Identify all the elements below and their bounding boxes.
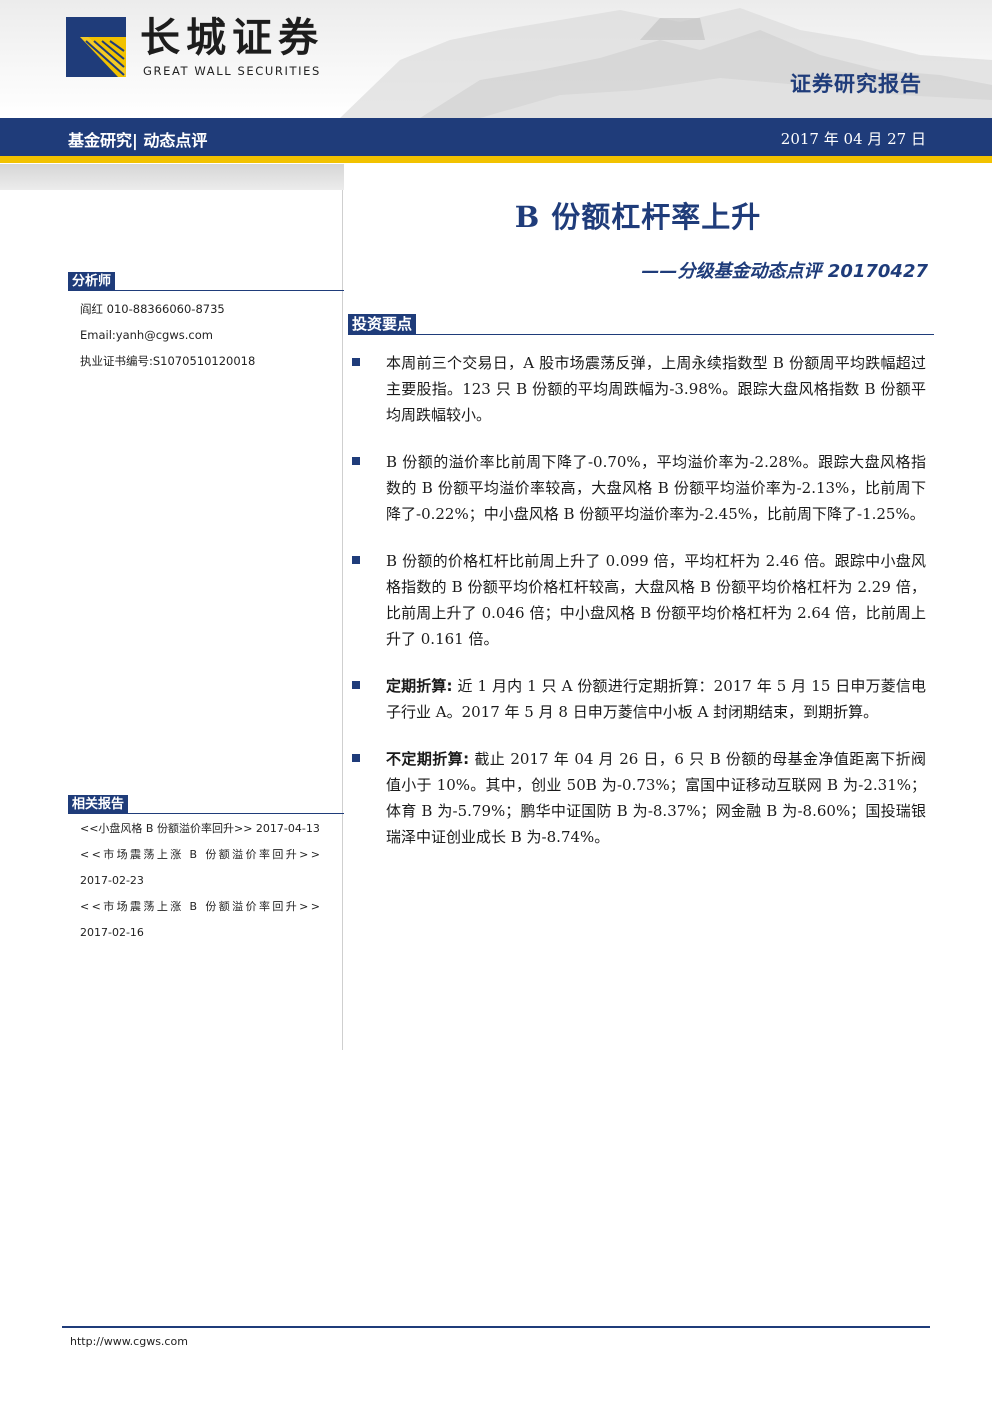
great-wall-mountains-illustration <box>340 8 992 118</box>
analyst-section-header: 分析师 <box>68 270 344 291</box>
square-bullet-icon <box>352 358 360 366</box>
bullet-text: B 份额的价格杠杆比前周上升了 0.099 倍，平均杠杆为 2.46 倍。跟踪中… <box>386 552 926 648</box>
list-item: 定期折算: 近 1 月内 1 只 A 份额进行定期折算：2017 年 5 月 1… <box>350 673 926 725</box>
sidebar-divider <box>342 190 343 1050</box>
list-item: 本周前三个交易日，A 股市场震荡反弹，上周永续指数型 B 份额周平均跌幅超过主要… <box>350 350 926 428</box>
bullet-text: B 份额的溢价率比前周下降了-0.70%，平均溢价率为-2.28%。跟踪大盘风格… <box>386 453 926 523</box>
header-banner <box>0 0 992 118</box>
bullet-text: 不定期折算: 截止 2017 年 04 月 26 日，6 只 B 份额的母基金净… <box>386 750 926 846</box>
list-item: 不定期折算: 截止 2017 年 04 月 26 日，6 只 B 份额的母基金净… <box>350 746 926 850</box>
square-bullet-icon <box>352 556 360 564</box>
analyst-email: Email:yanh@cgws.com <box>80 328 213 342</box>
square-bullet-icon <box>352 457 360 465</box>
investment-points-header: 投资要点 <box>348 312 934 335</box>
square-bullet-icon <box>352 681 360 689</box>
related-reports-section-header: 相关报告 <box>68 793 344 814</box>
report-subtitle: ——分级基金动态点评 20170427 <box>641 261 928 282</box>
category-bar: 基金研究| 动态点评 2017 年 04 月 27 日 <box>0 118 992 163</box>
square-bullet-icon <box>352 754 360 762</box>
related-report-date: 2017-02-23 <box>80 874 144 887</box>
footer-divider <box>62 1326 930 1328</box>
sidebar-top-strip <box>0 164 344 190</box>
related-report-link[interactable]: <<小盘风格 B 份额溢价率回升>> 2017-04-13 <box>80 822 320 835</box>
logo-english-name: GREAT WALL SECURITIES <box>143 64 321 78</box>
related-report-date: 2017-02-16 <box>80 926 144 939</box>
list-item: B 份额的价格杠杆比前周上升了 0.099 倍，平均杠杆为 2.46 倍。跟踪中… <box>350 548 926 652</box>
bullet-bold-label: 定期折算: <box>386 677 453 695</box>
analyst-license: 执业证书编号:S1070510120018 <box>80 354 256 368</box>
great-wall-logo-icon <box>66 17 126 77</box>
analyst-info: 阎红 010-88366060-8735 Email:yanh@cgws.com… <box>80 300 255 378</box>
footer-url-link[interactable]: http://www.cgws.com <box>70 1335 188 1348</box>
report-category: 基金研究| 动态点评 <box>68 131 208 150</box>
report-date: 2017 年 04 月 27 日 <box>780 130 926 148</box>
related-report-link[interactable]: <<市场震荡上涨 B 份额溢价率回升>> <box>80 900 323 913</box>
report-title: B 份额杠杆率上升 <box>514 200 762 234</box>
related-report-link[interactable]: <<市场震荡上涨 B 份额溢价率回升>> <box>80 848 323 861</box>
analyst-name-phone: 阎红 010-88366060-8735 <box>80 302 225 316</box>
bullet-bold-label: 不定期折算: <box>386 750 470 768</box>
bullet-text: 本周前三个交易日，A 股市场震荡反弹，上周永续指数型 B 份额周平均跌幅超过主要… <box>386 354 926 424</box>
related-reports-heading: 相关报告 <box>68 795 129 814</box>
report-type-label: 证券研究报告 <box>790 72 922 96</box>
list-item: B 份额的溢价率比前周下降了-0.70%，平均溢价率为-2.28%。跟踪大盘风格… <box>350 449 926 527</box>
logo-chinese-name: 长城证券 <box>140 15 324 61</box>
related-reports-list: <<小盘风格 B 份额溢价率回升>> 2017-04-13 <<市场震荡上涨 B… <box>80 820 334 950</box>
bullet-text: 定期折算: 近 1 月内 1 只 A 份额进行定期折算：2017 年 5 月 1… <box>386 677 926 721</box>
investment-points-heading: 投资要点 <box>348 314 417 335</box>
investment-points-list: 本周前三个交易日，A 股市场震荡反弹，上周永续指数型 B 份额周平均跌幅超过主要… <box>350 350 926 871</box>
analyst-heading: 分析师 <box>68 272 116 291</box>
